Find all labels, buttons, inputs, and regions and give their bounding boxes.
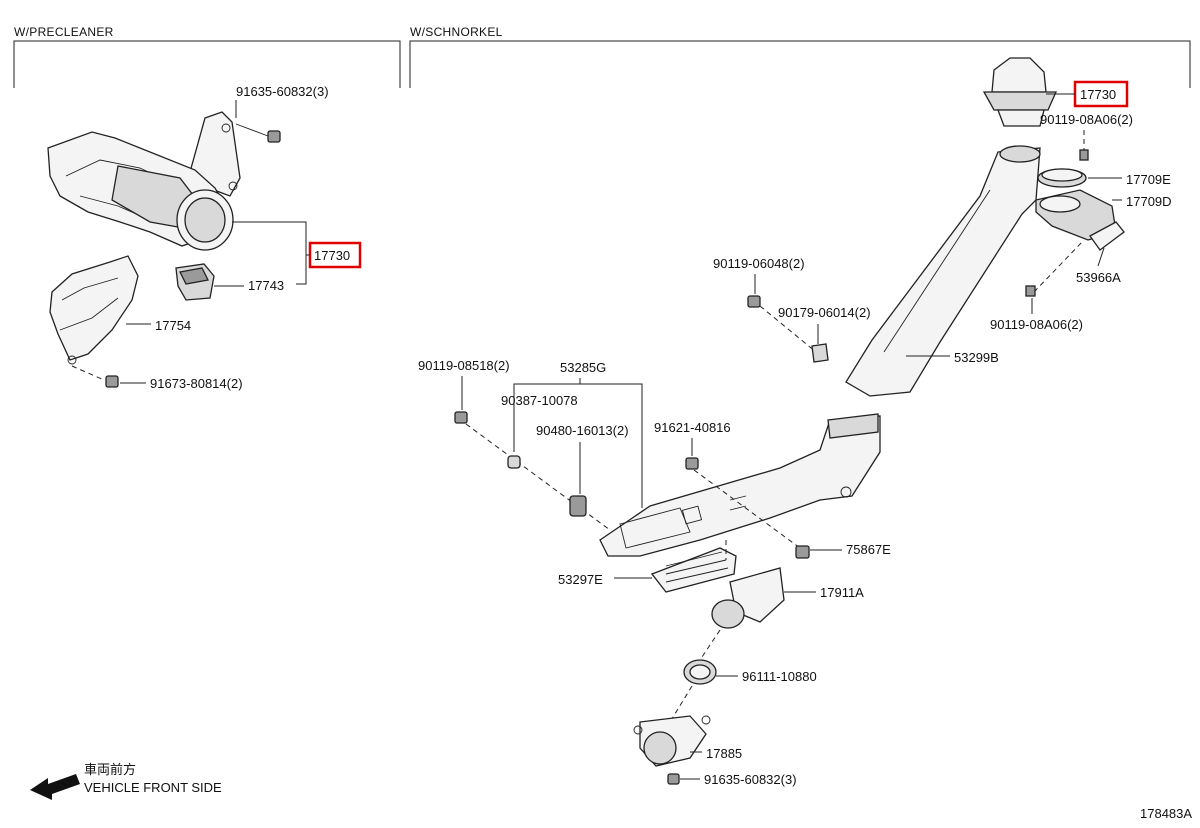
precleaner-bracket: [13, 40, 401, 88]
part-label-53285g[interactable]: 53285G: [560, 360, 606, 375]
section-precleaner: W/PRECLEANER: [13, 25, 401, 88]
part-label-17885[interactable]: 17885: [706, 746, 742, 761]
precleaner-housing-drawing: [47, 111, 241, 251]
schnorkel-head-17730-drawing: [982, 57, 1058, 127]
legend-en: VEHICLE FRONT SIDE: [84, 780, 222, 795]
part-label-90387[interactable]: 90387-10078: [501, 393, 578, 408]
part-label-90119-08a06-bot[interactable]: 90119-08A06(2): [990, 317, 1083, 332]
part-label-91635-bot[interactable]: 91635-60832(3): [704, 772, 797, 787]
collar-icon: [507, 455, 521, 469]
section-schnorkel-title: W/SCHNORKEL: [410, 25, 503, 39]
part-label-91635-top[interactable]: 91635-60832(3): [236, 84, 329, 99]
part-label-17743[interactable]: 17743: [248, 278, 284, 293]
part-label-90179[interactable]: 90179-06014(2): [778, 305, 871, 320]
clip-17743-drawing: [175, 263, 215, 301]
gasket-53966a-drawing: [1089, 221, 1125, 251]
part-label-53297e[interactable]: 53297E: [558, 572, 603, 587]
duct-body-drawing: [599, 413, 881, 557]
part-label-17730-left[interactable]: 17730: [314, 248, 350, 263]
part-label-90119-08518[interactable]: 90119-08518(2): [418, 358, 510, 373]
part-label-17709e[interactable]: 17709E: [1126, 172, 1171, 187]
part-label-17709d[interactable]: 17709D: [1126, 194, 1172, 209]
grommet-icon: [569, 495, 587, 517]
part-label-17754[interactable]: 17754: [155, 318, 191, 333]
valve-17885-drawing: [633, 715, 711, 767]
part-label-91673[interactable]: 91673-80814(2): [150, 376, 243, 391]
bolt-icon: [454, 411, 468, 424]
louver-53297e-drawing: [650, 547, 737, 593]
bolt-icon: [667, 773, 680, 785]
schnorkel-bracket: [409, 40, 1191, 88]
inlet-17911a-drawing: [711, 567, 785, 629]
clip-75867e-icon: [795, 545, 810, 559]
figure-id: 178483A: [1140, 806, 1192, 821]
nut-icon: [811, 343, 829, 363]
part-label-53299b[interactable]: 53299B: [954, 350, 999, 365]
legend-jp: 車両前方: [84, 762, 136, 777]
vehicle-front-legend: 車両前方 VEHICLE FRONT SIDE: [30, 762, 222, 800]
bolt-icon: [685, 457, 699, 470]
part-label-75867e[interactable]: 75867E: [846, 542, 891, 557]
bolt-icon: [1025, 285, 1036, 297]
part-label-91621[interactable]: 91621-40816: [654, 420, 731, 435]
part-label-17730-right[interactable]: 17730: [1080, 87, 1116, 102]
part-label-96111[interactable]: 96111-10880: [742, 669, 817, 684]
part-label-90480[interactable]: 90480-16013(2): [536, 423, 629, 438]
part-label-90119-08a06-top[interactable]: 90119-08A06(2): [1040, 112, 1133, 127]
shield-17754-drawing: [49, 255, 139, 365]
section-precleaner-title: W/PRECLEANER: [14, 25, 114, 39]
bolt-icon: [71, 365, 119, 388]
clamp-17709e-drawing: [1037, 168, 1087, 188]
bolt-icon: [235, 123, 281, 143]
section-schnorkel: W/SCHNORKEL: [409, 25, 1191, 88]
part-label-90119-06048[interactable]: 90119-06048(2): [713, 256, 805, 271]
bolt-icon: [1079, 149, 1089, 161]
part-label-53966a[interactable]: 53966A: [1076, 270, 1121, 285]
hose-clamp-96111-drawing: [683, 659, 717, 685]
bolt-icon: [747, 295, 761, 308]
part-label-17911a[interactable]: 17911A: [820, 585, 864, 600]
front-arrow-icon: [30, 774, 80, 800]
schnorkel-pipe-53299b-drawing: [845, 145, 1041, 397]
